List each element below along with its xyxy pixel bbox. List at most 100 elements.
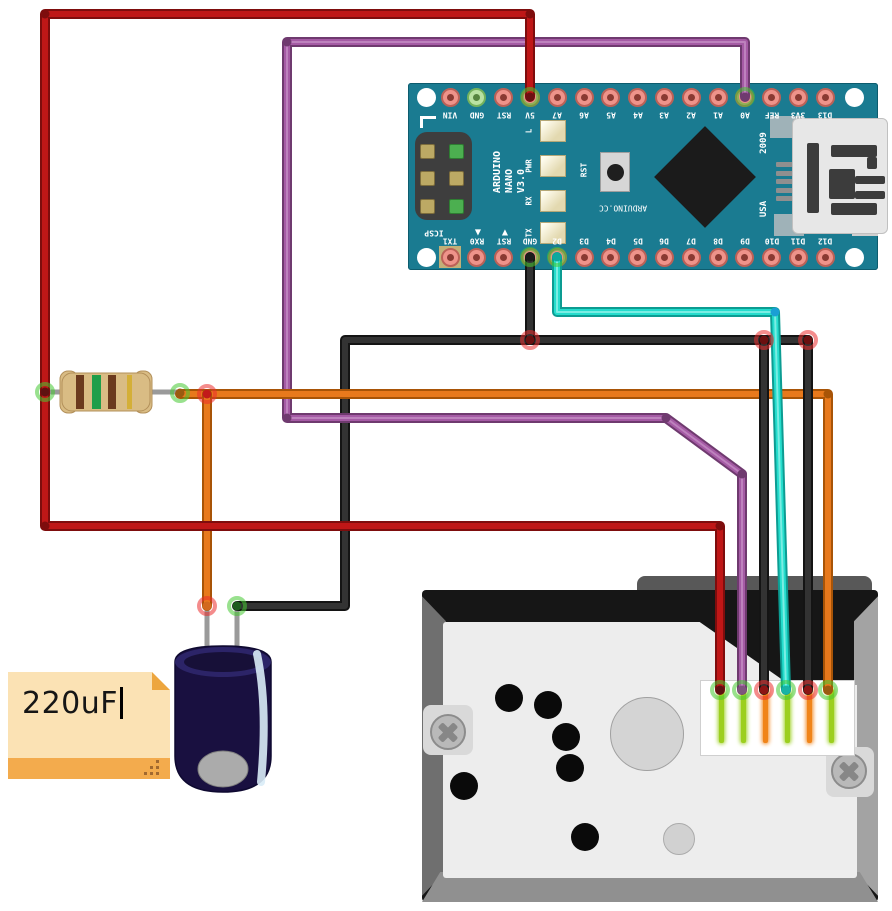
pin-a4[interactable] [628,87,648,107]
pin-a5[interactable] [601,87,621,107]
junction-dot [823,389,833,399]
pin-ref[interactable] [762,87,782,107]
rx-arrow-icon: ▲ [501,227,509,237]
note-resize-grip[interactable] [150,766,153,769]
sensor-pin-3[interactable] [762,689,768,743]
usb-solder-pin [776,179,796,184]
pin-label-3v3: 3V3 [791,110,806,120]
silk-corner-mark [420,116,436,128]
sensor-hole-dot [450,772,478,800]
pin-5v[interactable] [520,87,540,107]
pin-d10[interactable] [762,247,782,267]
pin-gnd[interactable] [467,87,487,107]
pin-label-gnd: GND [469,110,485,120]
pin-label-d13: D13 [817,110,833,120]
sensor-pin-5[interactable] [806,689,812,743]
pin-label-d8: D8 [713,236,723,246]
pin-a2[interactable] [681,87,701,107]
sensor-pin-6[interactable] [828,689,834,743]
icsp-pad [419,143,435,159]
pin-label-d4: D4 [605,236,616,246]
pin-vin[interactable] [440,87,460,107]
resistor-band [92,375,101,409]
note-resize-grip[interactable] [150,772,153,775]
pin-d4[interactable] [601,247,621,267]
sensor-pin-4[interactable] [784,689,790,743]
pin-rst[interactable] [494,247,514,267]
pin-a6[interactable] [574,87,594,107]
junction-dot [798,330,818,350]
usb-art [829,169,855,199]
pin-label-a4: A4 [632,110,643,120]
junction-dot [520,330,540,350]
pin-gnd[interactable] [520,247,540,267]
note-resize-grip[interactable] [156,766,159,769]
note-fold-corner [152,672,170,690]
junction-dot [40,9,50,19]
pin-label-d7: D7 [686,236,697,246]
resistor-band [127,375,132,409]
icsp-pad [419,170,435,186]
pin-label-d5: D5 [632,236,643,246]
sensor-connector[interactable] [700,680,855,756]
pin-d11[interactable] [788,247,808,267]
usb-art [831,145,877,157]
pin-label-a1: A1 [713,110,723,120]
pin-label-a7: A7 [552,110,563,120]
led-pwr [540,155,566,177]
note-resize-grip[interactable] [156,760,159,763]
pin-d9[interactable] [735,247,755,267]
icsp-header[interactable] [415,132,472,220]
usb-art [867,157,877,169]
icsp-pad [419,198,435,214]
sensor-pin-2[interactable] [740,689,746,743]
pin-a3[interactable] [654,87,674,107]
tx-arrow-icon: ▼ [474,227,482,237]
pin-label-tx1: TX1 [442,236,458,246]
pin-d8[interactable] [708,247,728,267]
pin-rx0[interactable] [467,247,487,267]
reset-button[interactable] [600,152,630,192]
resistor[interactable] [59,370,153,414]
sensor-small-hole [663,823,695,855]
pin-d5[interactable] [628,247,648,267]
junction-dot [170,383,190,403]
pin-d7[interactable] [681,247,701,267]
pin-d12[interactable] [815,247,835,267]
sensor-hole-dot [552,723,580,751]
sensor-hole-dot [571,823,599,851]
year-label: 2009 [759,132,769,154]
note-text[interactable]: 220uF [22,686,124,721]
screw [831,753,867,789]
sticky-note[interactable]: 220uF [8,672,170,779]
junction-dot [40,521,50,531]
sensor-pin-1[interactable] [718,689,724,743]
capacitor[interactable] [174,645,272,793]
pin-3v3[interactable] [788,87,808,107]
pin-d2[interactable] [547,247,567,267]
pin-label-rst: RST [496,236,511,246]
junction-dot [227,596,247,616]
pin-a7[interactable] [547,87,567,107]
note-resize-grip[interactable] [156,772,159,775]
mounting-hole [417,248,436,267]
dust-sensor[interactable] [422,576,878,911]
pin-a1[interactable] [708,87,728,107]
pin-d13[interactable] [815,87,835,107]
pin-label-rst: RST [496,110,511,120]
arduino-cc-label: ARDUINO.CC [598,203,648,213]
pin-a0[interactable] [735,87,755,107]
resistor-band [76,375,84,409]
pin-d3[interactable] [574,247,594,267]
pin-label-a6: A6 [579,110,589,120]
pin-label-a3: A3 [659,110,670,120]
pin-label-gnd: GND [523,236,538,246]
pin-tx1[interactable] [440,247,460,267]
pin-rst[interactable] [494,87,514,107]
usb-solder-pin [776,162,796,167]
pin-d6[interactable] [654,247,674,267]
junction-dot [715,521,725,531]
wire-gnd-main[interactable] [232,335,813,611]
note-resize-grip[interactable] [144,772,147,775]
